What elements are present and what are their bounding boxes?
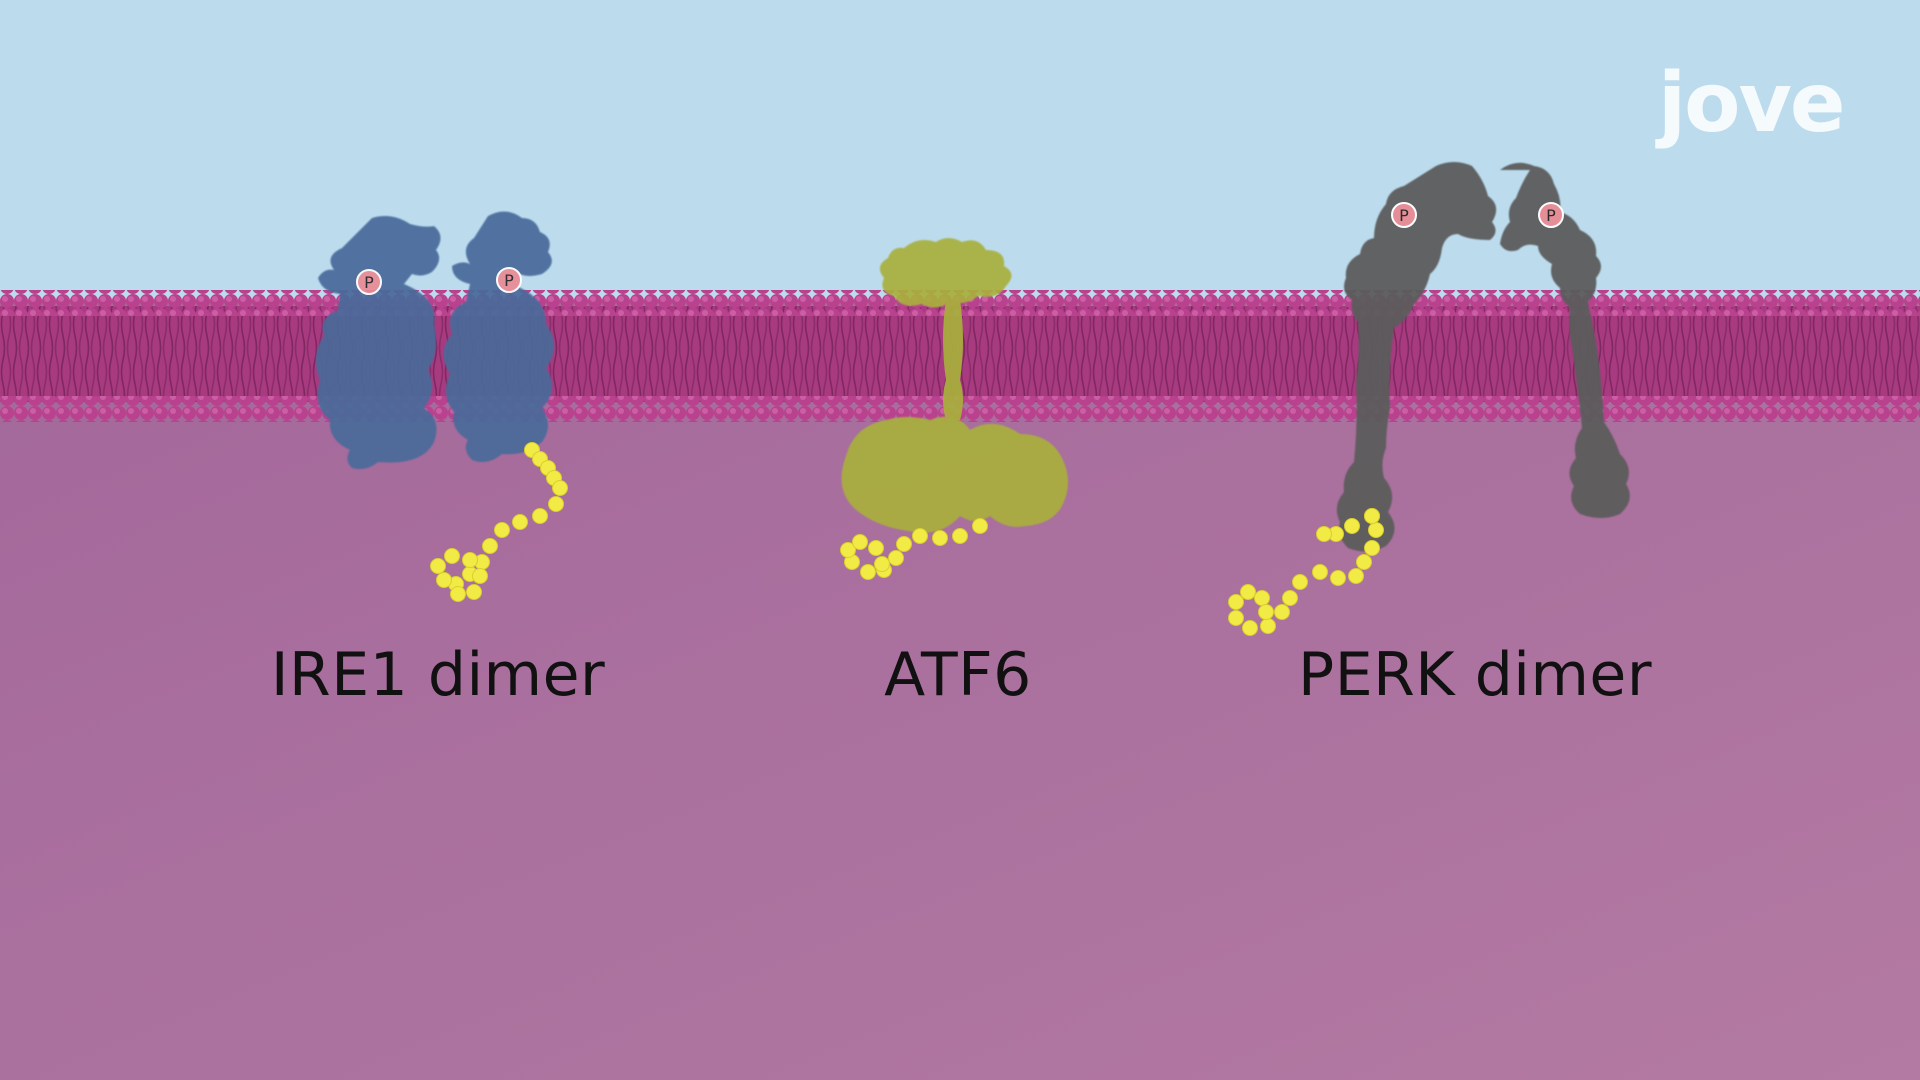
bead — [1368, 522, 1384, 538]
bead — [932, 530, 948, 546]
bead — [1228, 610, 1244, 626]
bead — [1274, 604, 1290, 620]
label-perk-dimer: PERK dimer — [1298, 640, 1652, 710]
bead — [952, 528, 968, 544]
svg-text:P: P — [1399, 206, 1409, 225]
bead-chain-perk — [1228, 508, 1384, 636]
bead — [972, 518, 988, 534]
bead — [494, 522, 510, 538]
bead — [430, 558, 446, 574]
bead — [462, 552, 478, 568]
bead — [444, 548, 460, 564]
bead — [888, 550, 904, 566]
ire1-monomer-right — [443, 211, 554, 462]
label-atf6: ATF6 — [884, 640, 1032, 710]
bead — [512, 514, 528, 530]
svg-text:P: P — [364, 273, 374, 292]
bead — [436, 572, 452, 588]
bead — [548, 496, 564, 512]
bead-chain-ire1 — [430, 442, 568, 602]
svg-text:P: P — [1546, 206, 1556, 225]
bead — [860, 564, 876, 580]
label-ire1-dimer: IRE1 dimer — [270, 640, 606, 710]
atf6-protein — [841, 238, 1068, 533]
bead — [896, 536, 912, 552]
bead — [1312, 564, 1328, 580]
bead — [1282, 590, 1298, 606]
perk-monomer-left — [1336, 162, 1497, 552]
bead — [1242, 620, 1258, 636]
phospho-marker-ire1-left: P — [356, 269, 382, 295]
bead — [1364, 540, 1380, 556]
bead — [1356, 554, 1372, 570]
ire1-monomer-left — [315, 216, 441, 470]
bead — [874, 556, 890, 572]
bead-chain-atf6 — [840, 518, 988, 580]
jove-logo: jove — [1658, 56, 1846, 151]
bead — [532, 508, 548, 524]
bead — [552, 480, 568, 496]
bead — [466, 584, 482, 600]
bead — [1240, 584, 1256, 600]
atf6-cytosolic-domain — [841, 416, 1068, 533]
bead — [472, 568, 488, 584]
bead — [840, 542, 856, 558]
bead — [482, 538, 498, 554]
bead — [1344, 518, 1360, 534]
bead — [1254, 590, 1270, 606]
bead — [1330, 570, 1346, 586]
bead — [1258, 604, 1274, 620]
bead — [912, 528, 928, 544]
bead — [1364, 508, 1380, 524]
phospho-marker-perk-left: P — [1391, 202, 1417, 228]
perk-monomer-right — [1500, 162, 1630, 519]
ire1-dimer: P P — [315, 211, 554, 470]
bead — [1292, 574, 1308, 590]
bead — [450, 586, 466, 602]
bead — [1228, 594, 1244, 610]
atf6-luminal-domain — [879, 238, 1012, 308]
bead — [1316, 526, 1332, 542]
phospho-marker-ire1-right: P — [496, 267, 522, 293]
svg-text:P: P — [504, 271, 514, 290]
perk-dimer: P P — [1336, 162, 1630, 552]
bead — [852, 534, 868, 550]
bead — [1260, 618, 1276, 634]
phospho-marker-perk-right: P — [1538, 202, 1564, 228]
atf6-transmembrane-helix — [943, 300, 963, 420]
bead — [1348, 568, 1364, 584]
bead — [868, 540, 884, 556]
